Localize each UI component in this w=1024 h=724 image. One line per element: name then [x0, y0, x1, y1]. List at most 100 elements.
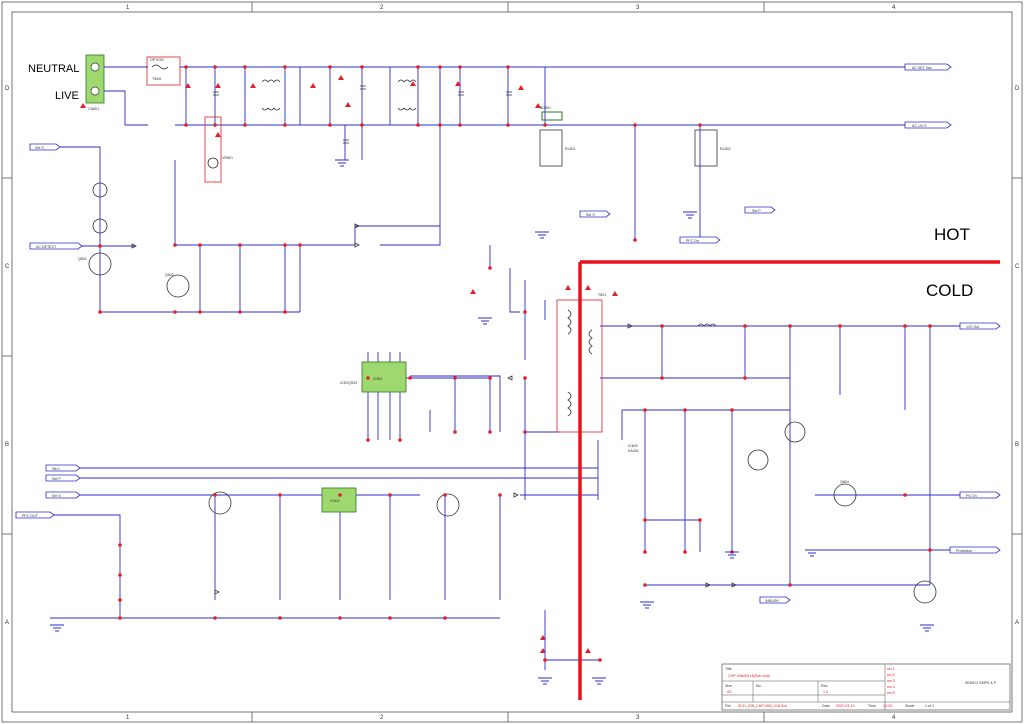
- regulator-label: IC803: [628, 444, 638, 448]
- revision-row-3: rev.3: [887, 679, 895, 683]
- time-value: 10:24: [883, 704, 892, 708]
- relay-2-label: RL802: [720, 147, 731, 151]
- junction-dots: [98, 65, 932, 662]
- zone-row-a-left: A: [5, 620, 9, 626]
- transistor-q802-icon: [166, 274, 190, 298]
- zone-row-d-right: D: [1015, 86, 1020, 92]
- line-filter-choke-1-icon: [261, 79, 281, 111]
- port-pfc-on: [679, 236, 721, 244]
- revision-row-4: rev.4: [887, 685, 895, 689]
- transistor-q807-icon: [747, 449, 769, 471]
- zone-row-a-right: A: [1015, 620, 1019, 626]
- port-stb-2: [45, 474, 81, 482]
- revision-row-1: rev.1: [887, 667, 895, 671]
- port-stb-1: [45, 464, 81, 472]
- regulator-part-number: KA431: [628, 449, 639, 453]
- port-inrush-label: INRUSH: [765, 599, 779, 603]
- zone-col-2-bottom: 2: [380, 715, 384, 721]
- number-label: No.: [756, 684, 762, 688]
- net-ports: AC SET Vac AC LIV E Set S AC DETECT Set …: [15, 63, 1001, 604]
- x-capacitors-icon: [213, 85, 512, 144]
- port-ac-live-label: AC LIV E: [912, 124, 927, 128]
- neutral-terminal-icon: [90, 62, 100, 72]
- date-label: Date: [822, 704, 830, 708]
- diodes-icon: [131, 223, 737, 595]
- company-name: SEMCO SMPS & P: [965, 681, 997, 685]
- transistor-q806-icon: [784, 421, 806, 443]
- zone-col-1-bottom: 1: [126, 715, 130, 721]
- port-set-s-mid: [579, 210, 611, 218]
- ground-symbols: [50, 159, 934, 685]
- port-set-p-mid: [744, 206, 776, 214]
- live-label: LIVE: [55, 90, 79, 102]
- bridge-label: BD801: [540, 106, 551, 110]
- title-value: CHP-40N/WL18(Sub only): [728, 674, 770, 678]
- port-ac-live: [904, 121, 952, 129]
- varistor-icon: [207, 157, 219, 169]
- revision-row-5: rev.5: [887, 691, 895, 695]
- relay-2-icon: [694, 129, 718, 167]
- zone-row-d-left: D: [5, 86, 10, 92]
- components: IC801 IC802 T801: [88, 79, 937, 604]
- port-stb-3: [45, 491, 81, 499]
- zone-col-3-top: 3: [636, 5, 640, 11]
- port-ac-detect: [29, 242, 83, 250]
- port-pfc-out-label: PFC OUT: [22, 514, 39, 518]
- zone-row-c-left: C: [5, 264, 10, 270]
- transistor-q805-icon: [436, 493, 460, 517]
- zone-col-1-top: 1: [126, 5, 130, 11]
- line-filter-choke-2-icon: [397, 79, 417, 111]
- q801-label: Q801: [78, 257, 87, 261]
- port-protection: [949, 546, 1001, 554]
- relay-1-label: RL801: [565, 147, 576, 151]
- sheet-label: Sheet: [905, 704, 914, 708]
- component-references: Q801 Q802 Q804 BD801 RL801 RL802 VR801 I…: [78, 106, 849, 484]
- port-ps-on-label: PS On: [966, 494, 977, 498]
- output-choke-icon: [697, 323, 717, 327]
- revision-row-2: rev.2: [887, 673, 895, 677]
- port-12v-out-label: 12V Out: [966, 325, 979, 329]
- port-set-p-mid-label: Set P: [752, 209, 761, 213]
- size-value: A3: [727, 690, 731, 694]
- varistor-option-box: [204, 116, 222, 183]
- zone-col-4-top: 4: [892, 5, 896, 11]
- q802-label: Q802: [165, 273, 174, 277]
- varistor-label: VR801: [222, 156, 233, 160]
- q804-label: Q804: [840, 480, 849, 484]
- title-block: Title CHP-40N/WL18(Sub only) Size A3 No.…: [721, 663, 1011, 711]
- revision-value: 1.0: [823, 690, 828, 694]
- port-inrush: [759, 596, 791, 604]
- transistor-q801-icon: [88, 252, 112, 276]
- fuse-option-label: OPTION: [150, 58, 164, 62]
- time-label: Time: [868, 704, 876, 708]
- port-stb-1-label: Stb L: [52, 467, 60, 471]
- zone-col-3-bottom: 3: [636, 715, 640, 721]
- pwm-ic-part-number: ICE2QS03: [340, 381, 357, 385]
- port-set-s-mid-label: Set S: [586, 213, 595, 217]
- ac-input-section: NEUTRAL LIVE CN801 OPTION T5AH: [28, 54, 181, 111]
- port-ps-on: [959, 491, 1001, 499]
- transistor-q803-icon: [208, 491, 232, 515]
- size-label: Size: [725, 684, 732, 688]
- fuse-rating: T5AH: [152, 77, 162, 81]
- zone-row-c-right: C: [1015, 264, 1020, 270]
- fuse-option-box: [146, 56, 181, 86]
- title-label: Title: [725, 667, 732, 671]
- port-set-s-left-label: Set S: [35, 146, 44, 150]
- port-set-s-left: [29, 143, 61, 151]
- neutral-label: NEUTRAL: [28, 63, 79, 75]
- revision-label: Rev.: [821, 684, 828, 688]
- standby-ic-label: IC802: [330, 499, 340, 503]
- port-stb-3-label: Set S: [52, 494, 61, 498]
- hot-side-label: HOT: [934, 225, 970, 244]
- port-12v-out: [959, 322, 1001, 330]
- relay-1-icon: [539, 129, 563, 167]
- transistor-q809-icon: [913, 580, 937, 604]
- ac-input-connector: [85, 54, 105, 104]
- sheet-value: 1 of 1: [925, 704, 934, 708]
- opto-coupler-2-icon: [92, 218, 108, 234]
- file-value: SCH_20N_CHP-40N_V18.Sch: [738, 704, 787, 708]
- standby-ic: [321, 487, 357, 513]
- opto-coupler-1-icon: [92, 182, 108, 198]
